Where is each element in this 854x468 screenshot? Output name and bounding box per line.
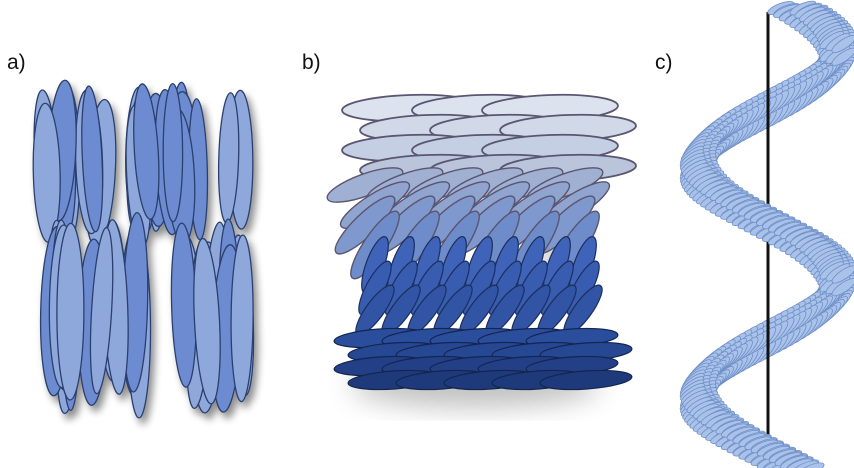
molecule-ellipse xyxy=(163,84,183,222)
panel-b-twisted-stack-diagram xyxy=(300,0,640,468)
panel-c-helix-diagram xyxy=(654,0,854,468)
molecule-ellipse xyxy=(57,223,85,400)
panel-a-ellipse-diagram xyxy=(0,0,300,468)
